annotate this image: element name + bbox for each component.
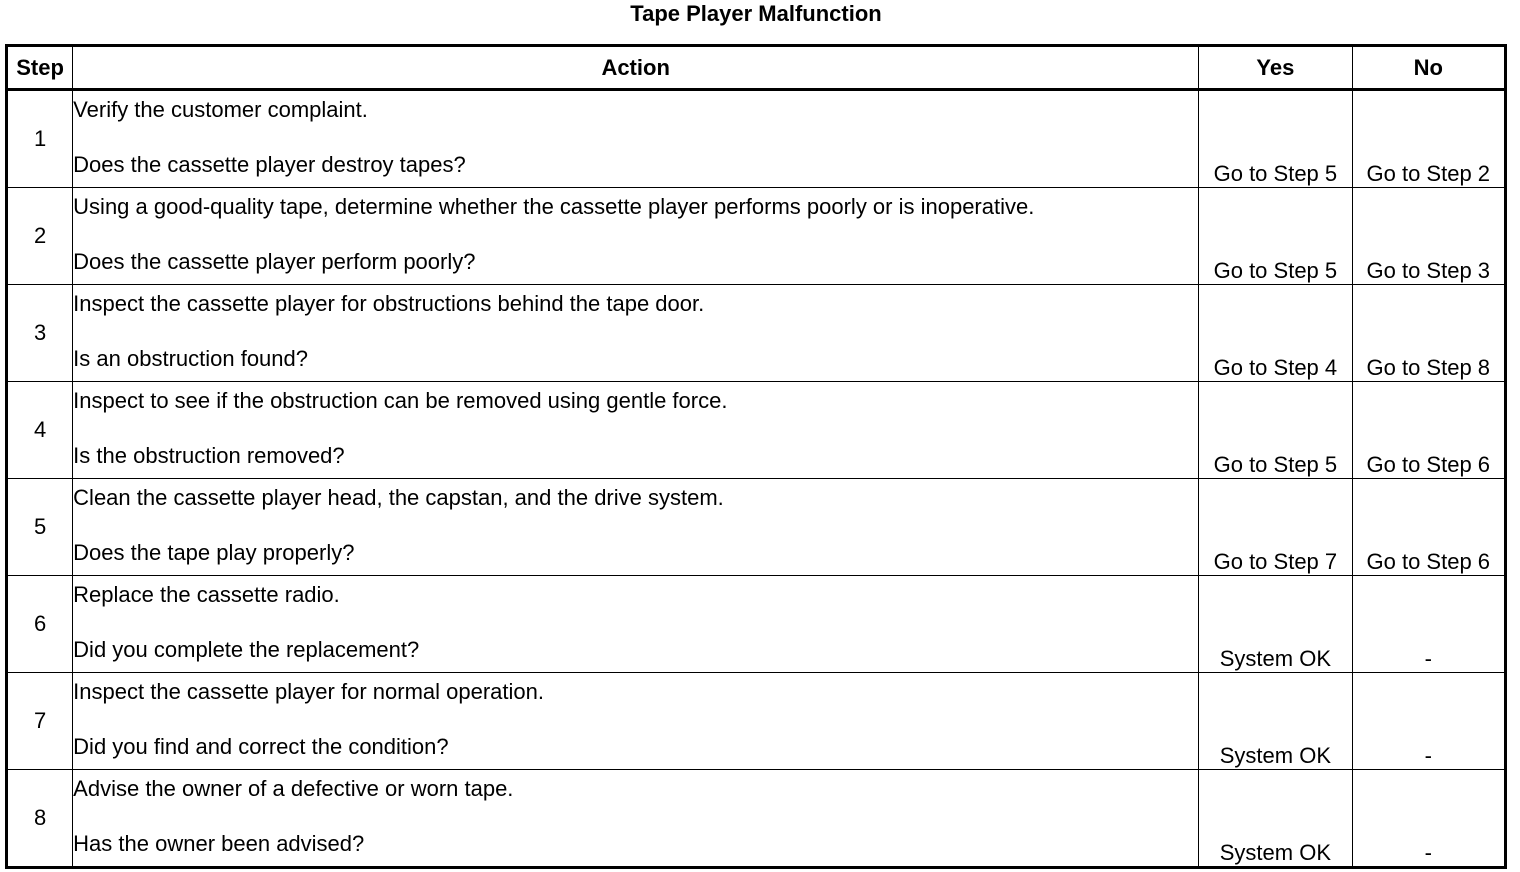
table-row: 3 Inspect the cassette player for obstru… xyxy=(5,284,1507,382)
action-question: Does the tape play properly? xyxy=(73,540,355,565)
yes-result: Go to Step 4 xyxy=(1198,284,1353,382)
action-question: Does the cassette player destroy tapes? xyxy=(73,152,466,177)
step-number: 6 xyxy=(5,575,74,673)
yes-result: Go to Step 5 xyxy=(1198,89,1353,188)
action-cell: Inspect the cassette player for normal o… xyxy=(72,672,1200,770)
action-cell: Verify the customer complaint. Does the … xyxy=(72,89,1200,188)
no-result: - xyxy=(1351,672,1507,770)
action-instruction: Inspect the cassette player for normal o… xyxy=(73,679,544,704)
no-result: Go to Step 8 xyxy=(1351,284,1507,382)
step-number: 7 xyxy=(5,672,74,770)
yes-result: System OK xyxy=(1198,769,1353,868)
no-result: Go to Step 6 xyxy=(1351,478,1507,576)
step-number: 1 xyxy=(5,89,74,188)
action-question: Did you find and correct the condition? xyxy=(73,734,449,759)
action-instruction: Using a good-quality tape, determine whe… xyxy=(73,194,1035,219)
header-no: No xyxy=(1351,45,1507,91)
table-row: 6 Replace the cassette radio. Did you co… xyxy=(5,575,1507,673)
document-title: Tape Player Malfunction xyxy=(630,1,882,26)
action-cell: Inspect to see if the obstruction can be… xyxy=(72,381,1200,479)
yes-result: System OK xyxy=(1198,575,1353,673)
action-question: Is the obstruction removed? xyxy=(73,443,345,468)
action-question: Has the owner been advised? xyxy=(73,831,365,856)
yes-result: System OK xyxy=(1198,672,1353,770)
no-result: Go to Step 3 xyxy=(1351,187,1507,285)
action-instruction: Verify the customer complaint. xyxy=(73,97,368,122)
step-number: 3 xyxy=(5,284,74,382)
action-instruction: Inspect to see if the obstruction can be… xyxy=(73,388,728,413)
header-action: Action xyxy=(72,45,1200,91)
action-question: Did you complete the replacement? xyxy=(73,637,420,662)
action-instruction: Inspect the cassette player for obstruct… xyxy=(73,291,705,316)
action-cell: Using a good-quality tape, determine whe… xyxy=(72,187,1200,285)
action-question: Does the cassette player perform poorly? xyxy=(73,249,476,274)
no-result: Go to Step 2 xyxy=(1351,89,1507,188)
action-question: Is an obstruction found? xyxy=(73,346,308,371)
header-step: Step xyxy=(5,45,74,91)
action-cell: Inspect the cassette player for obstruct… xyxy=(72,284,1200,382)
yes-result: Go to Step 5 xyxy=(1198,381,1353,479)
step-number: 2 xyxy=(5,187,74,285)
table-row: 4 Inspect to see if the obstruction can … xyxy=(5,381,1507,479)
action-cell: Clean the cassette player head, the caps… xyxy=(72,478,1200,576)
no-result: Go to Step 6 xyxy=(1351,381,1507,479)
table-row: 8 Advise the owner of a defective or wor… xyxy=(5,769,1507,868)
step-number: 5 xyxy=(5,478,74,576)
action-cell: Advise the owner of a defective or worn … xyxy=(72,769,1200,868)
yes-result: Go to Step 7 xyxy=(1198,478,1353,576)
table-row: 7 Inspect the cassette player for normal… xyxy=(5,672,1507,770)
table-row: 2 Using a good-quality tape, determine w… xyxy=(5,187,1507,285)
step-number: 8 xyxy=(5,769,74,868)
action-instruction: Replace the cassette radio. xyxy=(73,582,340,607)
action-cell: Replace the cassette radio. Did you comp… xyxy=(72,575,1200,673)
step-number: 4 xyxy=(5,381,74,479)
table-row: 5 Clean the cassette player head, the ca… xyxy=(5,478,1507,576)
no-result: - xyxy=(1351,769,1507,868)
no-result: - xyxy=(1351,575,1507,673)
header-yes: Yes xyxy=(1198,45,1353,91)
action-instruction: Advise the owner of a defective or worn … xyxy=(73,776,514,801)
diagnostic-table: Step Action Yes No 1 Verify the customer… xyxy=(5,44,1507,869)
yes-result: Go to Step 5 xyxy=(1198,187,1353,285)
table-row: 1 Verify the customer complaint. Does th… xyxy=(5,89,1507,188)
action-instruction: Clean the cassette player head, the caps… xyxy=(73,485,724,510)
header-row: Step Action Yes No xyxy=(5,45,1507,91)
